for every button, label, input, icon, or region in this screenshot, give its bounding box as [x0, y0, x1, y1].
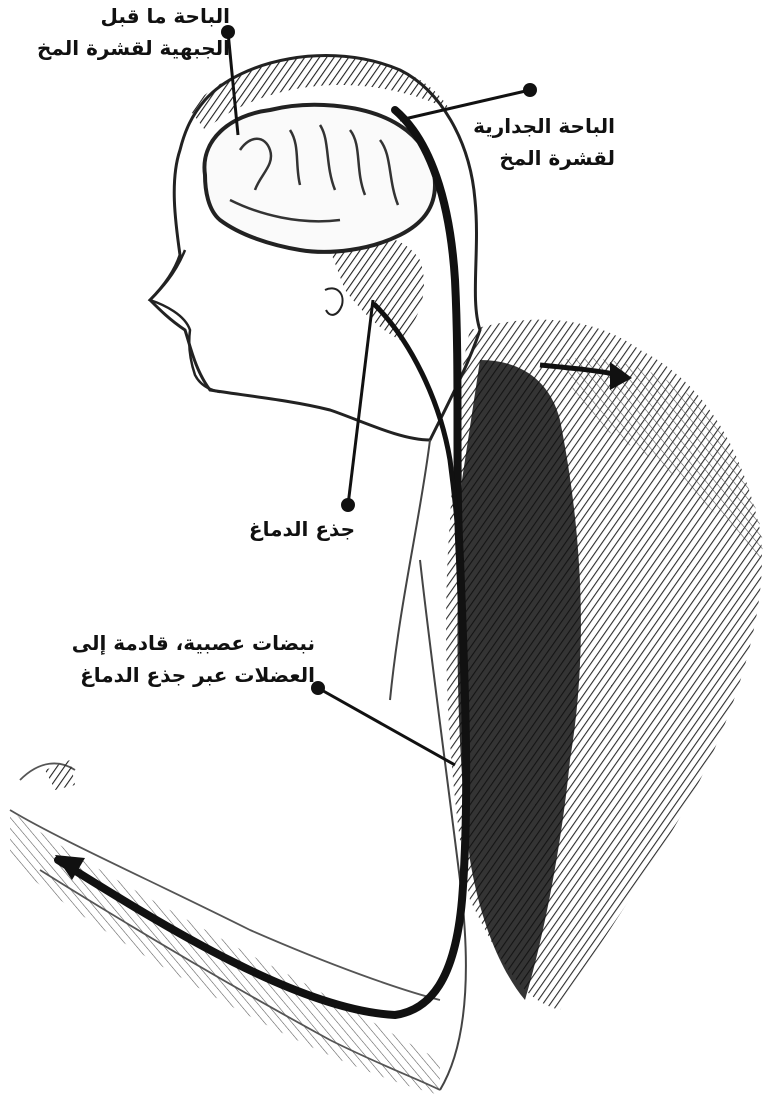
face-profile	[150, 250, 220, 392]
leader-brainstem-dot	[341, 498, 355, 512]
leader-impulses	[318, 688, 455, 765]
parietal-area-line2: لقشرة المخ	[473, 142, 615, 174]
brainstem-label: جذع الدماغ	[249, 513, 355, 545]
ear	[325, 288, 343, 314]
nerve-impulses-line1: نبضات عصبية، قادمة إلى	[72, 627, 315, 659]
brainstem-line1: جذع الدماغ	[249, 513, 355, 545]
parietal-area-line1: الباحة الجدارية	[473, 110, 615, 142]
forearm-shade	[10, 810, 440, 1095]
premotor-area-line1: الباحة ما قبل	[37, 0, 230, 32]
leader-brainstem	[348, 300, 373, 505]
leader-parietal-dot	[523, 83, 537, 97]
premotor-area-line2: الجبهية لقشرة المخ	[37, 32, 230, 64]
parietal-area-label: الباحة الجدارية لقشرة المخ	[473, 110, 615, 174]
premotor-area-label: الباحة ما قبل الجبهية لقشرة المخ	[37, 0, 230, 64]
nerve-impulses-label: نبضات عصبية، قادمة إلى العضلات عبر جذع ا…	[72, 627, 315, 691]
nerve-impulses-line2: العضلات عبر جذع الدماغ	[72, 659, 315, 691]
